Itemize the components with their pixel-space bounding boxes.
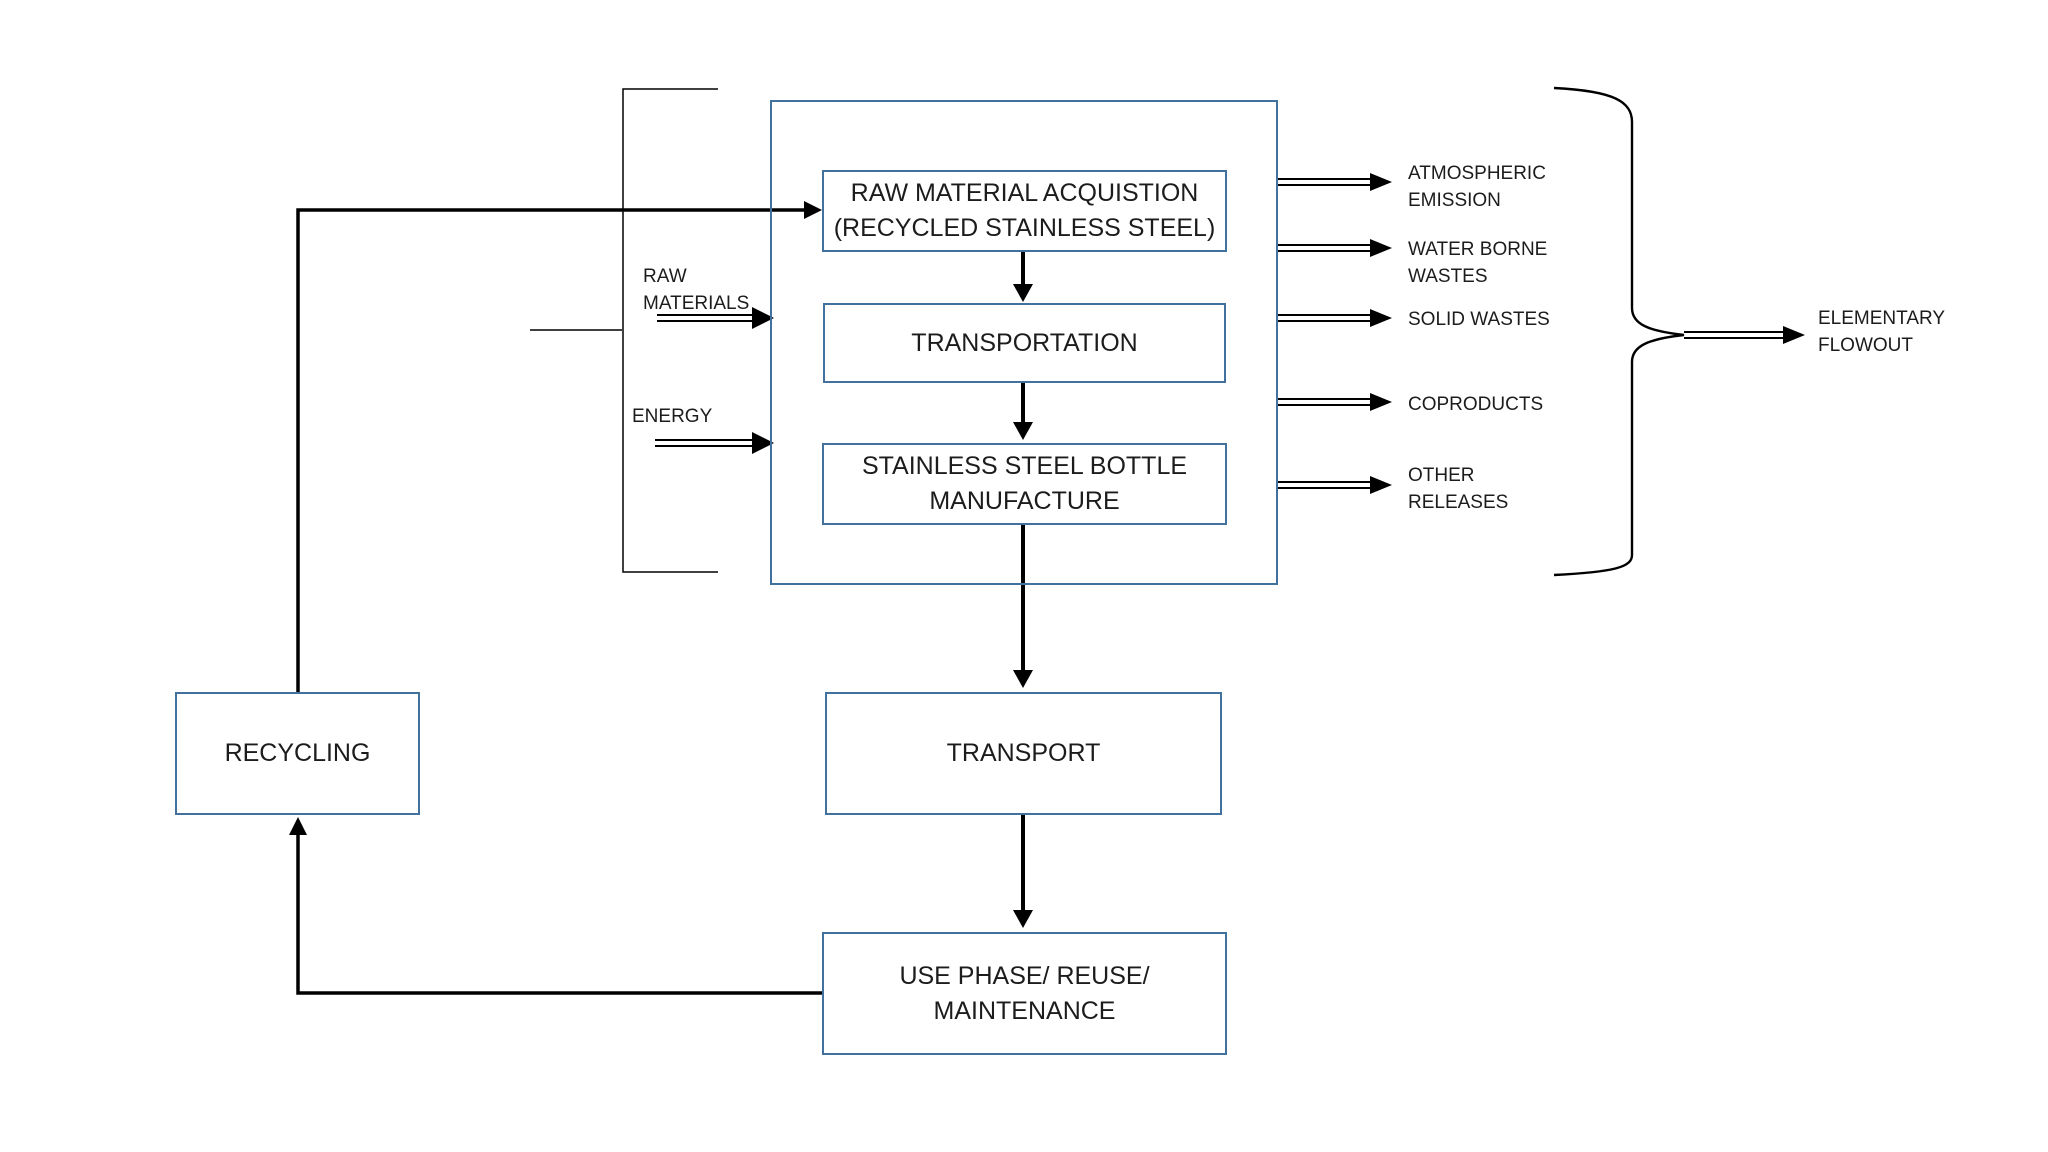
process-label-line: TRANSPORTATION	[911, 328, 1138, 357]
water-borne-wastes-arrow	[1278, 239, 1392, 257]
transportation-to-manufacture-arrow	[1013, 383, 1033, 440]
output-label-line: RELEASES	[1408, 492, 1509, 513]
output-label-line: ATMOSPHERIC	[1408, 163, 1546, 184]
output-label-line: WATER BORNE	[1408, 239, 1548, 260]
output-label-line: SOLID WASTES	[1408, 309, 1550, 330]
recycling-to-acquisition-arrow	[296, 201, 822, 692]
output-label-water-borne-wastes: WATER BORNE WASTES	[1408, 236, 1547, 290]
process-box-recycling: RECYCLING	[175, 692, 420, 815]
atmospheric-emission-arrow	[1278, 173, 1392, 191]
transport-to-use-phase-arrow	[1013, 815, 1033, 928]
process-label-line: MAINTENANCE	[933, 996, 1116, 1025]
process-label-line: USE PHASE/ REUSE/	[899, 961, 1150, 990]
right-brace	[1553, 86, 1685, 577]
input-label-energy: ENERGY	[632, 403, 712, 430]
input-label-line: RAW	[643, 266, 687, 287]
output-label-line: OTHER	[1408, 465, 1475, 486]
process-label-line: STAINLESS STEEL BOTTLE	[861, 452, 1188, 480]
input-label-raw-materials: RAW MATERIALS	[643, 263, 749, 317]
output-label-line: EMISSION	[1408, 190, 1501, 211]
process-label-line: MANUFACTURE	[929, 487, 1120, 515]
coproducts-arrow	[1278, 393, 1392, 411]
output-label-line: COPRODUCTS	[1408, 394, 1544, 415]
input-label-line: MATERIALS	[643, 293, 750, 314]
output-label-coproducts: COPRODUCTS	[1408, 391, 1543, 418]
input-label-line: ENERGY	[632, 406, 713, 427]
output-label-other-releases: OTHER RELEASES	[1408, 462, 1508, 516]
process-box-transport: TRANSPORT	[825, 692, 1222, 815]
process-box-use-phase: USE PHASE/ REUSE/ MAINTENANCE	[822, 932, 1227, 1055]
process-label-line: RECYCLING	[224, 739, 371, 767]
elementary-flowout-arrow	[1684, 326, 1805, 344]
label-elementary-flowout: ELEMENTARY FLOWOUT	[1818, 305, 1945, 359]
process-label-line: TRANSPORT	[946, 739, 1101, 767]
energy-input-arrow	[655, 432, 774, 454]
flowout-label-line: FLOWOUT	[1818, 335, 1913, 356]
use-phase-to-recycling-arrow	[289, 817, 822, 995]
process-box-transportation: TRANSPORTATION	[823, 303, 1226, 383]
system-boundary-box	[770, 100, 1278, 585]
raw-materials-input-arrow	[657, 307, 774, 329]
acquisition-to-transportation-arrow	[1013, 252, 1033, 302]
process-box-raw-material-acquisition: RAW MATERIAL ACQUISTION (RECYCLED STAINL…	[822, 170, 1227, 252]
flowout-label-line: ELEMENTARY	[1818, 308, 1946, 329]
manufacture-to-transport-arrow	[1013, 525, 1033, 688]
output-label-solid-wastes: SOLID WASTES	[1408, 306, 1550, 333]
process-label-line: RAW MATERIAL ACQUISTION	[850, 179, 1199, 207]
process-label-line: (RECYCLED STAINLESS STEEL)	[833, 214, 1216, 242]
process-box-bottle-manufacture: STAINLESS STEEL BOTTLE MANUFACTURE	[822, 443, 1227, 525]
output-label-line: WASTES	[1408, 266, 1488, 287]
other-releases-arrow	[1278, 476, 1392, 494]
output-label-atmospheric-emission: ATMOSPHERIC EMISSION	[1408, 160, 1546, 214]
left-input-bracket	[530, 88, 718, 573]
solid-wastes-arrow	[1278, 309, 1392, 327]
